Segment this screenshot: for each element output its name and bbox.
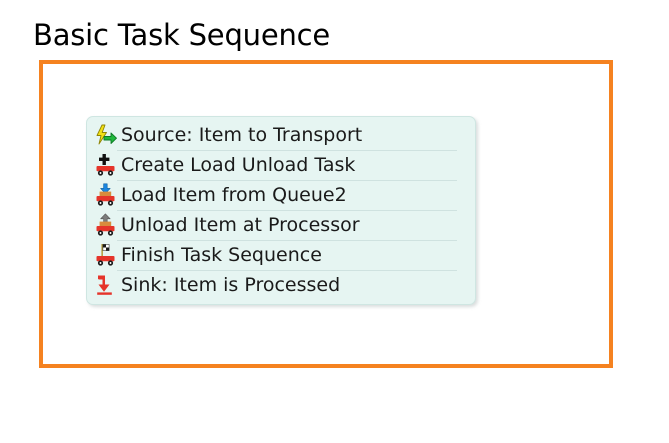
list-item[interactable]: Sink: Item is Processed	[87, 270, 475, 300]
list-item-label: Finish Task Sequence	[121, 243, 322, 266]
list-item-label: Unload Item at Processor	[121, 213, 360, 236]
load-cart-down-arrow-icon	[94, 183, 118, 207]
list-item[interactable]: Load Item from Queue2	[87, 180, 475, 210]
page-title: Basic Task Sequence	[33, 18, 331, 52]
diagram-frame: Source: Item to Transport Create Load Un…	[39, 60, 613, 368]
list-item-label: Load Item from Queue2	[121, 183, 347, 206]
sink-down-arrow-icon	[94, 273, 118, 297]
list-item-label: Create Load Unload Task	[121, 153, 356, 176]
list-item[interactable]: Finish Task Sequence	[87, 240, 475, 270]
finish-cart-checkered-flag-icon	[94, 243, 118, 267]
create-task-cart-plus-icon	[94, 153, 118, 177]
unload-cart-up-arrow-icon	[94, 213, 118, 237]
source-lightning-arrow-icon	[94, 123, 118, 147]
list-item[interactable]: Source: Item to Transport	[87, 120, 475, 150]
task-sequence-list[interactable]: Source: Item to Transport Create Load Un…	[86, 116, 476, 305]
list-item-label: Source: Item to Transport	[121, 123, 363, 146]
list-item[interactable]: Unload Item at Processor	[87, 210, 475, 240]
list-item[interactable]: Create Load Unload Task	[87, 150, 475, 180]
list-item-label: Sink: Item is Processed	[121, 273, 341, 296]
